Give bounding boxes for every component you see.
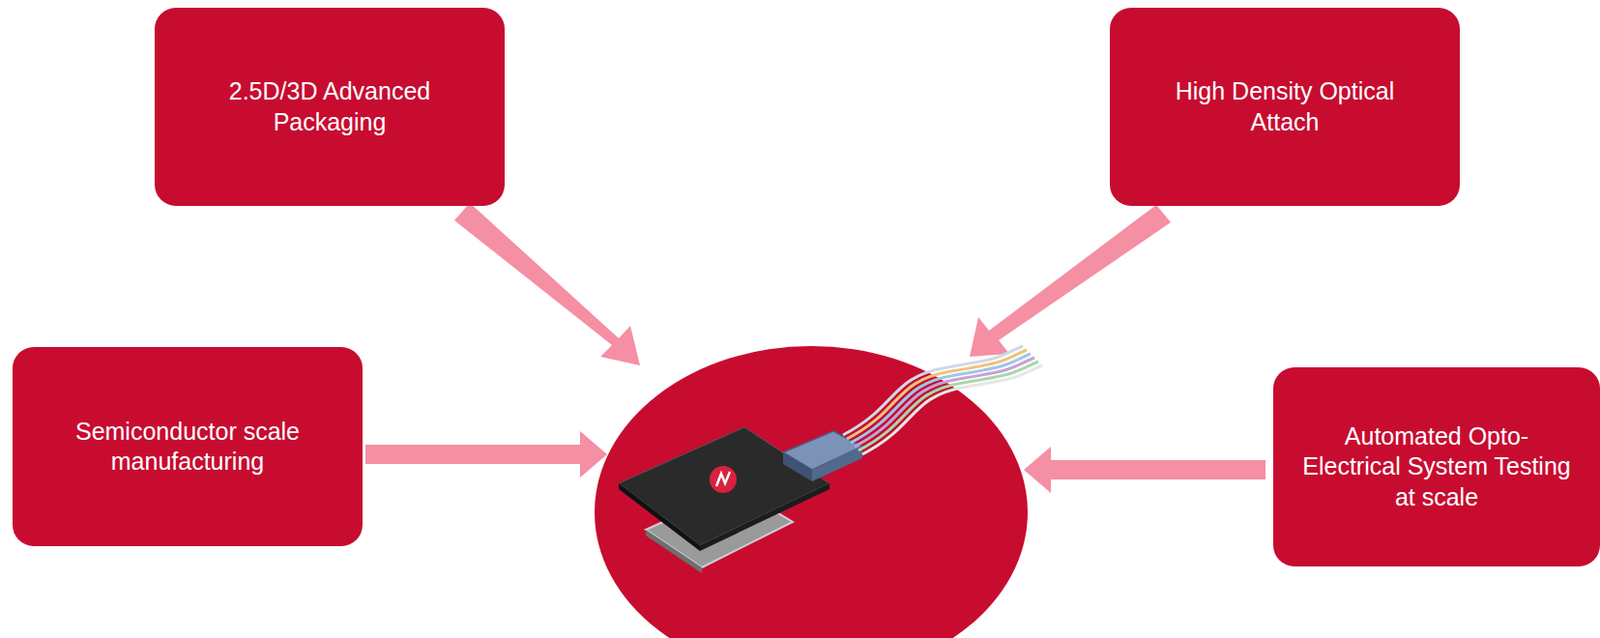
fiber-ribbon	[843, 346, 1043, 455]
chip-edge	[699, 483, 830, 552]
box-label: Semiconductor scale manufacturing	[41, 416, 334, 478]
box-label: 2.5D/3D Advanced Packaging	[183, 76, 476, 138]
box-label: Automated Opto-Electrical System Testing…	[1302, 421, 1571, 513]
capability-box: Automated Opto-Electrical System Testing…	[1273, 367, 1600, 567]
chip-illustration	[618, 346, 1043, 574]
optical-connector-side	[812, 446, 863, 482]
arrow	[969, 204, 1171, 357]
capability-box: 2.5D/3D Advanced Packaging	[154, 7, 505, 206]
logo	[709, 465, 737, 494]
arrow	[1023, 446, 1266, 494]
box-label: High Density Optical Attach	[1138, 76, 1431, 138]
chip-edge	[618, 483, 700, 552]
capability-box: Semiconductor scale manufacturing	[12, 347, 363, 547]
product-circle	[594, 346, 1028, 638]
logo-mark	[716, 471, 730, 487]
capability-box: High Density Optical Attach	[1109, 7, 1460, 206]
arrow	[365, 431, 608, 478]
arrow	[454, 203, 640, 366]
chip-package	[618, 427, 830, 546]
optical-connector-side	[783, 452, 813, 482]
